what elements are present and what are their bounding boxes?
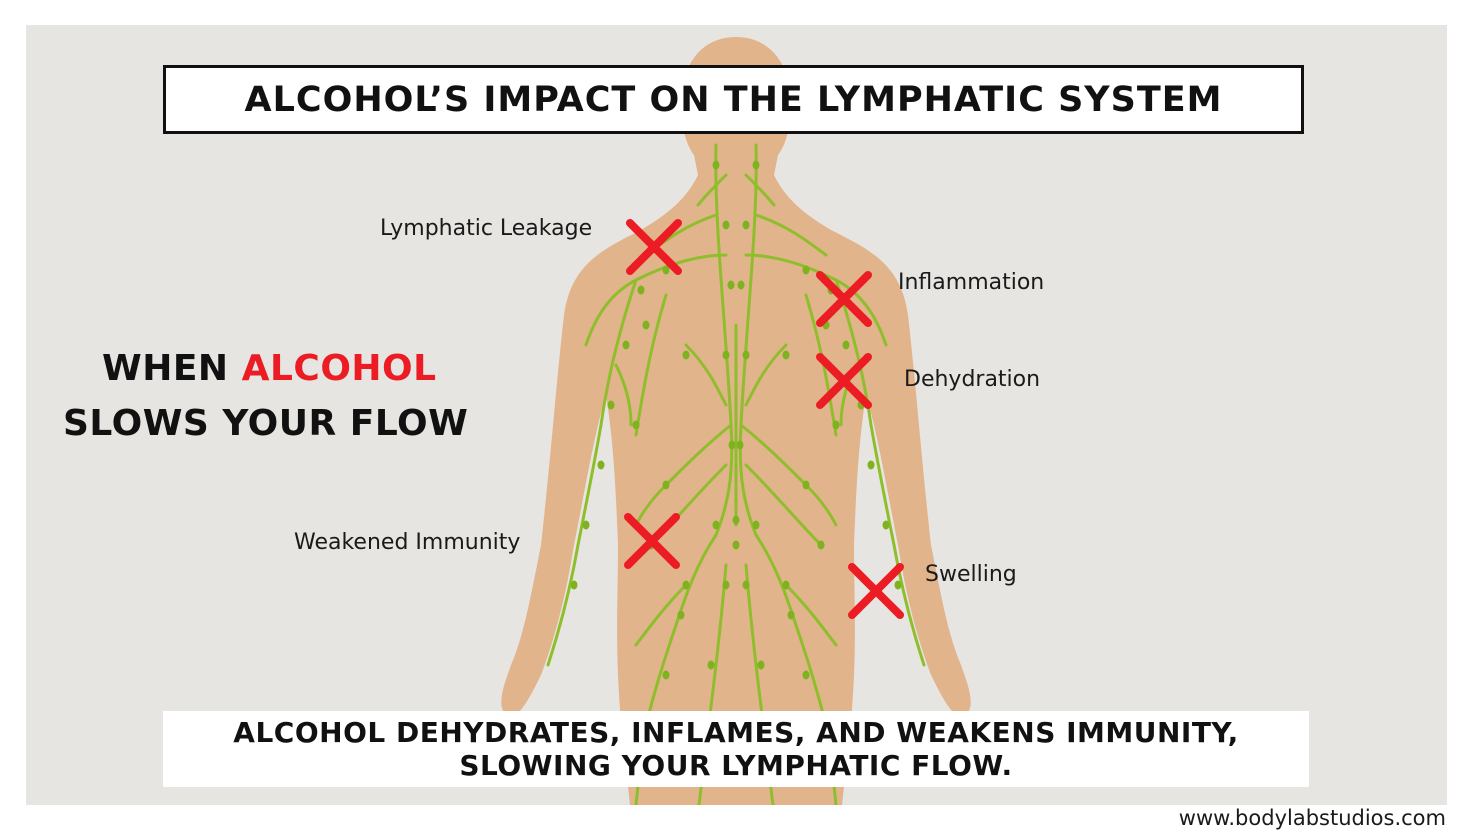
lymph-vessel (834, 278, 926, 667)
cross-marker-swelling (848, 563, 904, 619)
label-inflammation: Inflammation (898, 270, 1045, 295)
lymph-node (802, 480, 810, 490)
lymph-node (712, 520, 720, 530)
lymph-node (582, 520, 590, 530)
cross-marker-weakened-immunity (624, 513, 680, 569)
summary-line-1: ALCOHOL DEHYDRATES, INFLAMES, AND WEAKEN… (233, 716, 1239, 749)
summary-line-2: SLOWING YOUR LYMPHATIC FLOW. (459, 749, 1013, 782)
lymph-vessel (634, 293, 668, 437)
lymph-node (787, 610, 795, 620)
label-swelling: Swelling (925, 562, 1017, 587)
lymph-node (802, 265, 810, 275)
lymph-node (637, 285, 645, 295)
lymph-node (732, 515, 740, 525)
lymph-vessel (738, 143, 758, 537)
lymph-node (662, 480, 670, 490)
cross-stroke (626, 219, 682, 275)
heading-accent-word: ALCOHOL (241, 348, 437, 389)
lymph-node (817, 540, 825, 550)
lymph-node (757, 660, 765, 670)
lymph-node (632, 420, 640, 430)
label-weakened-immunity: Weakened Immunity (294, 530, 521, 555)
lymph-vessel (744, 343, 788, 407)
cross-stroke (848, 563, 904, 619)
lymph-node (728, 440, 736, 450)
cross-stroke (816, 353, 872, 409)
lymph-node (607, 400, 615, 410)
lymph-node (622, 340, 630, 350)
lymph-node (732, 540, 740, 550)
lymph-node (682, 580, 690, 590)
lymph-vessel (546, 278, 638, 667)
lymph-node (736, 440, 744, 450)
lymph-node (832, 420, 840, 430)
lymph-vessel (684, 343, 728, 407)
lymph-vessel (634, 583, 688, 647)
lymph-node (662, 265, 670, 275)
website-url: www.bodylabstudios.com (1178, 806, 1446, 830)
lymph-vessel (714, 143, 734, 537)
page-title: ALCOHOL’S IMPACT ON THE LYMPHATIC SYSTEM (244, 79, 1223, 120)
lymph-node (662, 670, 670, 680)
lymph-vessel (754, 213, 828, 257)
lymph-vessel (614, 363, 633, 427)
lymph-node (727, 280, 735, 290)
cross-marker-lymphatic-leakage (626, 219, 682, 275)
lymph-node (712, 160, 720, 170)
lymph-node (707, 660, 715, 670)
lymph-node (782, 580, 790, 590)
lymph-node (682, 350, 690, 360)
heading-line-1: WHEN ALCOHOL (102, 348, 437, 389)
lymph-vessel (744, 173, 776, 207)
lymph-node (722, 220, 730, 230)
lymph-node (802, 670, 810, 680)
cross-stroke (816, 271, 872, 327)
lymph-node (742, 580, 750, 590)
lymph-node (677, 610, 685, 620)
label-dehydration: Dehydration (904, 367, 1041, 392)
lymph-node (867, 460, 875, 470)
lymph-node (752, 160, 760, 170)
heading-line-2: SLOWS YOUR FLOW (63, 403, 469, 444)
cross-marker-dehydration (816, 353, 872, 409)
lymph-node (722, 350, 730, 360)
lymph-node (882, 520, 890, 530)
lymph-node (782, 350, 790, 360)
lymph-node (642, 320, 650, 330)
summary-banner: ALCOHOL DEHYDRATES, INFLAMES, AND WEAKEN… (163, 711, 1309, 787)
lymph-node (737, 280, 745, 290)
lymph-node (722, 580, 730, 590)
cross-marker-inflammation (816, 271, 872, 327)
lymph-node (742, 220, 750, 230)
label-lymphatic-leakage: Lymphatic Leakage (380, 216, 593, 241)
title-banner: ALCOHOL’S IMPACT ON THE LYMPHATIC SYSTEM (163, 65, 1304, 134)
lymph-node (570, 580, 578, 590)
lymph-vessel (784, 583, 838, 647)
lymph-node (597, 460, 605, 470)
impact-markers (624, 219, 904, 619)
lymph-node (894, 580, 902, 590)
lymph-vessel (744, 463, 823, 547)
lymph-node (742, 350, 750, 360)
lymph-vessel (696, 173, 728, 207)
cross-stroke (624, 513, 680, 569)
lymph-node (752, 520, 760, 530)
lymph-node (842, 340, 850, 350)
heading-prefix: WHEN (102, 348, 242, 389)
